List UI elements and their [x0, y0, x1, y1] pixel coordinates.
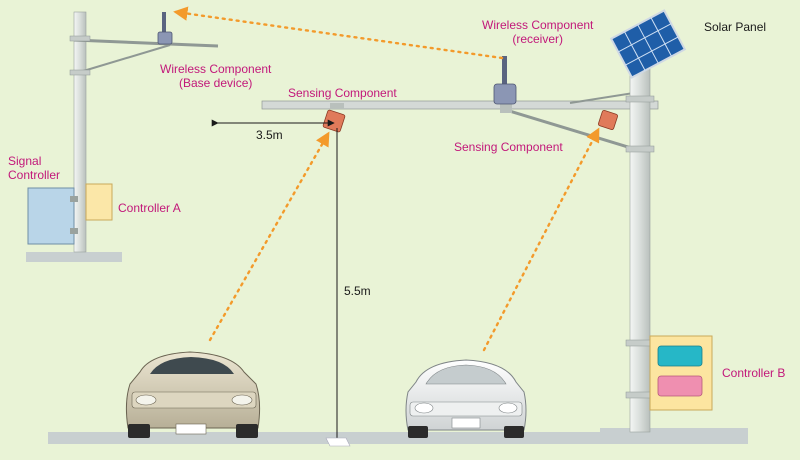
sensor-right — [598, 110, 618, 130]
wireless-base-device — [157, 12, 173, 45]
overhead-arm — [261, 91, 659, 152]
dimension-vertical-label: 5.5m — [344, 284, 371, 298]
dimension-lines — [211, 119, 351, 447]
sensing-left-label: Sensing Component — [288, 86, 397, 100]
controller-b-box — [649, 335, 713, 411]
car-left — [125, 351, 261, 438]
signal-controller-label: Signal Controller — [8, 154, 60, 182]
wireless-receiver-label-line2: (receiver) — [512, 32, 564, 46]
road-ground — [26, 252, 748, 444]
right-pole — [625, 52, 655, 433]
sensing-right-label: Sensing Component — [454, 140, 563, 154]
sensor-left — [322, 109, 346, 133]
signal-controller-label-line2: Controller — [8, 168, 61, 182]
wireless-base-label: Wireless Component (Base device) — [160, 62, 271, 90]
signal-controller-box — [27, 187, 78, 245]
left-pole — [69, 11, 219, 253]
solar-panel-graphic — [609, 9, 687, 79]
wireless-receiver-label: Wireless Component (receiver) — [482, 18, 593, 46]
wireless-receiver — [493, 56, 517, 105]
controller-a-label: Controller A — [118, 201, 181, 215]
wireless-receiver-label-line1: Wireless Component — [482, 18, 594, 32]
signal-arrows — [173, 6, 600, 352]
wireless-base-label-line1: Wireless Component — [160, 62, 272, 76]
wireless-base-label-line2: (Base device) — [179, 76, 253, 90]
controller-a-box — [85, 183, 113, 221]
controller-b-label: Controller B — [722, 366, 786, 380]
dimension-horizontal-label: 3.5m — [256, 128, 283, 142]
car-right — [405, 359, 527, 438]
solar-panel-label: Solar Panel — [704, 20, 767, 34]
signal-controller-label-line1: Signal — [8, 154, 42, 168]
